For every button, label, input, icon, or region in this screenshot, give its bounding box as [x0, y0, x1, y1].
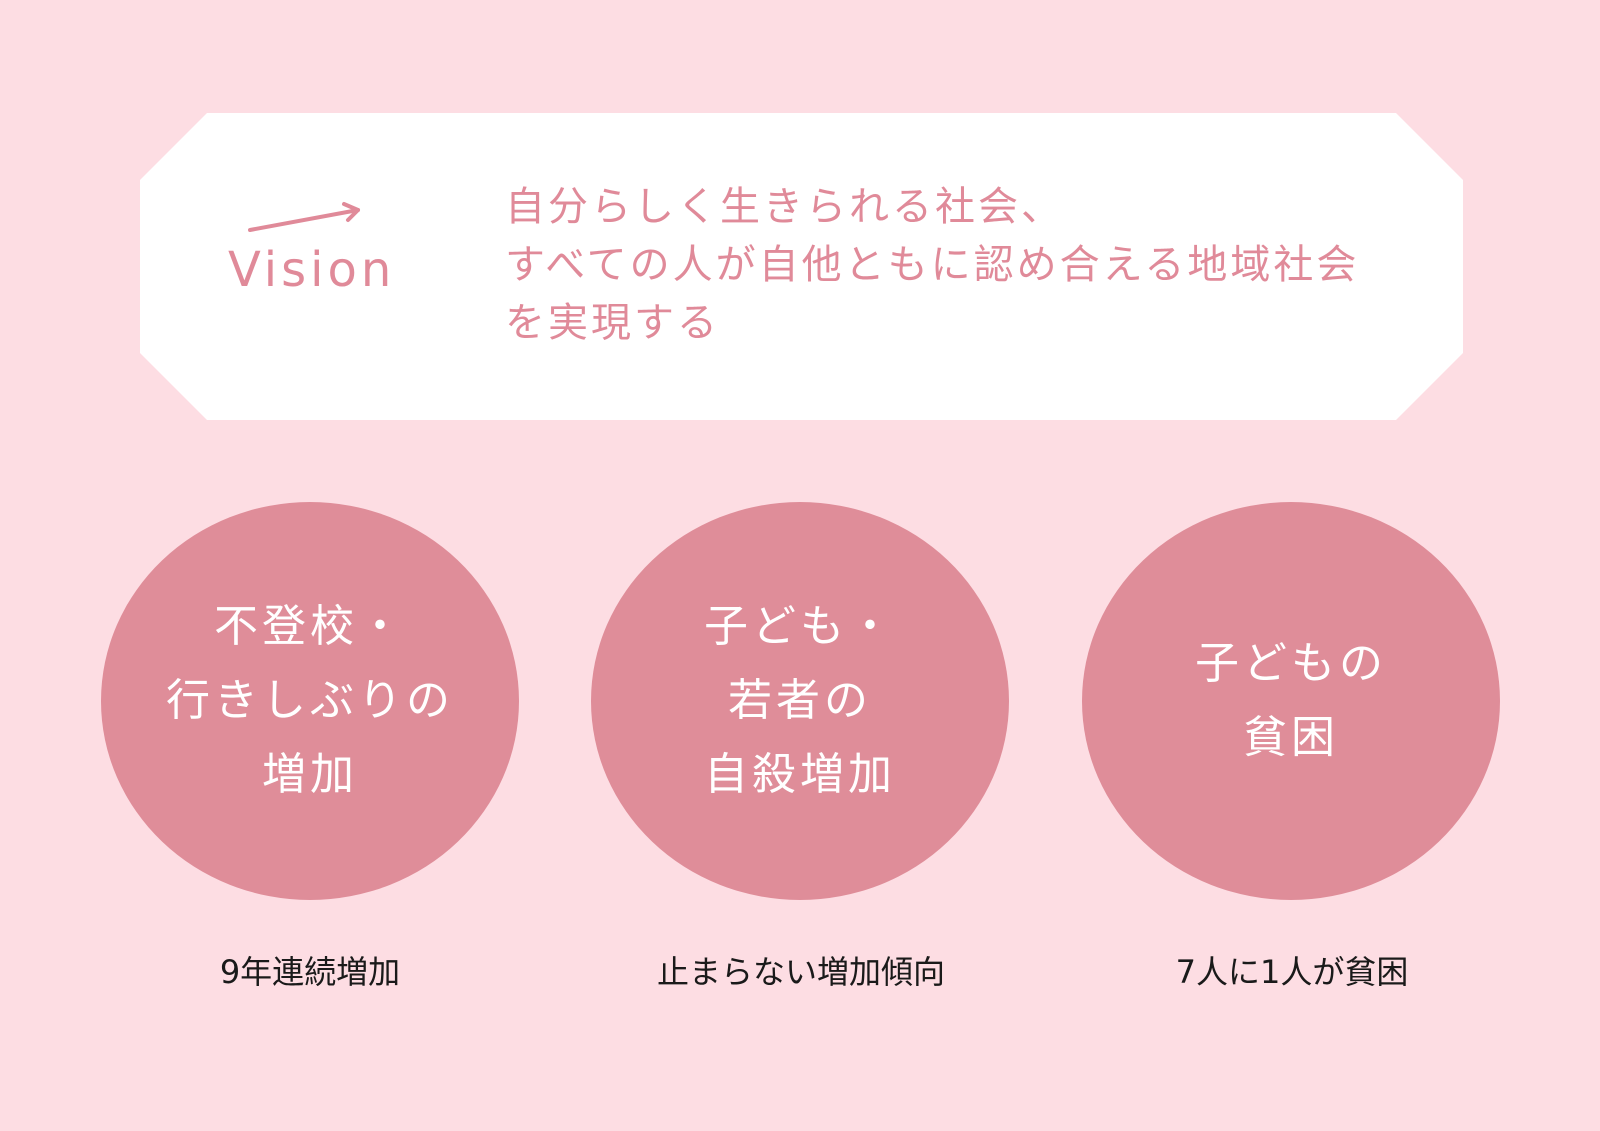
issue-stat-youth-suicide: 止まらない増加傾向	[656, 953, 945, 991]
issue-title-line: 増加	[262, 749, 358, 800]
issue-title-line: 子どもの	[1195, 638, 1387, 689]
issue-circle-truancy: 不登校・ 行きしぶりの 増加	[101, 502, 519, 900]
vision-statement-line: を実現する	[505, 300, 720, 346]
issue-circle-youth-suicide: 子ども・ 若者の 自殺増加	[591, 502, 1009, 900]
vision-label: Vision	[228, 242, 396, 298]
issue-title-line: 貧困	[1243, 712, 1339, 763]
issue-stat-truancy: 9年連続増加	[219, 953, 401, 991]
vision-statement-line: 自分らしく生きられる社会、	[505, 184, 1064, 230]
vision-statement: 自分らしく生きられる社会、 すべての人が自他ともに認め合える地域社会 を実現する	[505, 178, 1435, 352]
issue-title-line: 自殺増加	[704, 749, 896, 800]
issue-title-line: 不登校・	[214, 601, 406, 652]
arrow-right-icon	[248, 202, 360, 232]
issue-circle-child-poverty: 子どもの 貧困	[1082, 502, 1500, 900]
issue-title-line: 若者の	[728, 675, 872, 726]
issue-title-line: 子ども・	[704, 601, 896, 652]
issue-title-line: 行きしぶりの	[166, 675, 454, 726]
vision-statement-line: すべての人が自他ともに認め合える地域社会	[505, 242, 1360, 288]
vision-card	[140, 113, 1463, 420]
issue-stat-child-poverty: 7人に1人が貧困	[1175, 953, 1409, 991]
